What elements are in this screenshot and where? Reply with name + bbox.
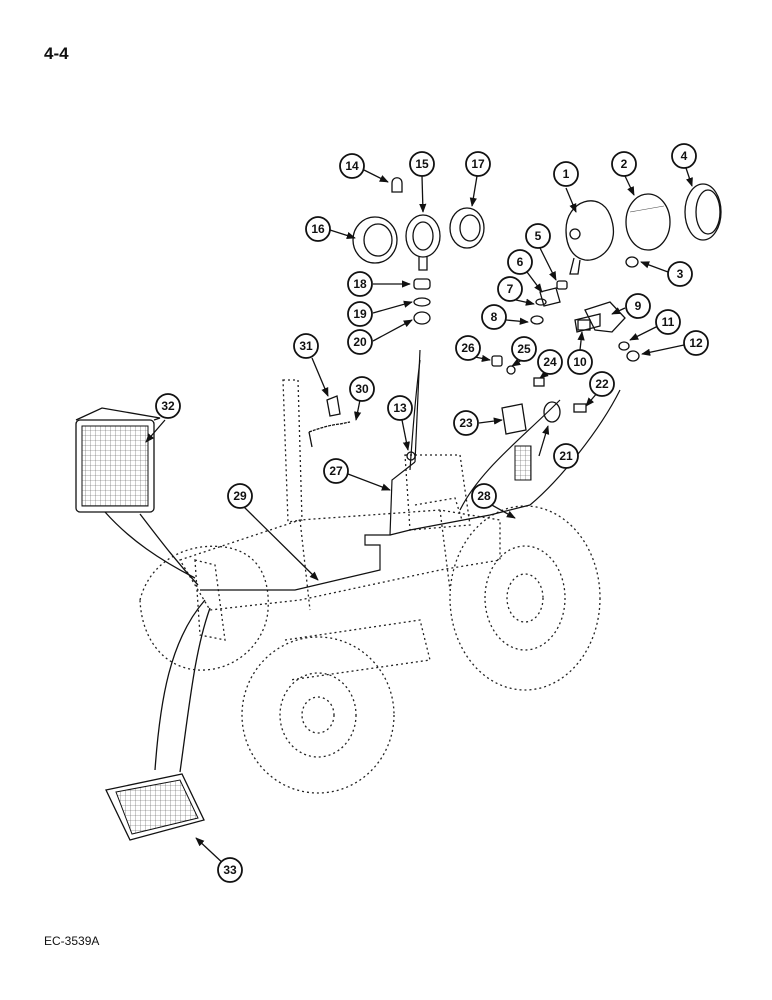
callout-label-3: 3 xyxy=(677,267,684,281)
callout-31: 31 xyxy=(293,333,319,359)
callout-29: 29 xyxy=(227,483,253,509)
callout-22: 22 xyxy=(589,371,615,397)
callout-13: 13 xyxy=(387,395,413,421)
callouts: 1 2 3 4 5 6 7 8 9 10 11 12 13 14 15 16 1… xyxy=(155,143,709,883)
leader-lines xyxy=(104,167,693,867)
callout-label-25: 25 xyxy=(517,342,531,356)
callout-23: 23 xyxy=(453,410,479,436)
callout-30: 30 xyxy=(349,376,375,402)
callout-label-27: 27 xyxy=(329,464,343,478)
callout-label-18: 18 xyxy=(353,277,367,291)
callout-label-16: 16 xyxy=(311,222,325,236)
callout-label-31: 31 xyxy=(299,339,313,353)
callout-label-6: 6 xyxy=(517,255,524,269)
callout-9: 9 xyxy=(625,293,651,319)
callout-label-23: 23 xyxy=(459,416,473,430)
callout-label-30: 30 xyxy=(355,382,369,396)
callout-15: 15 xyxy=(409,151,435,177)
tractor-outline xyxy=(139,379,601,794)
callout-19: 19 xyxy=(347,301,373,327)
callout-label-2: 2 xyxy=(621,157,628,171)
callout-3: 3 xyxy=(667,261,693,287)
rear-lamp-32 xyxy=(75,407,161,513)
callout-label-1: 1 xyxy=(563,167,570,181)
parts xyxy=(75,177,722,841)
callout-label-29: 29 xyxy=(233,489,247,503)
callout-label-10: 10 xyxy=(573,355,587,369)
callout-label-13: 13 xyxy=(393,401,407,415)
callout-label-28: 28 xyxy=(477,489,491,503)
callout-21: 21 xyxy=(553,443,579,469)
callout-label-19: 19 xyxy=(353,307,367,321)
callout-label-4: 4 xyxy=(681,149,688,163)
callout-label-9: 9 xyxy=(635,299,642,313)
figure-code: EC-3539A xyxy=(44,934,100,948)
callout-label-8: 8 xyxy=(491,310,498,324)
callout-7: 7 xyxy=(497,276,523,302)
callout-16: 16 xyxy=(305,216,331,242)
callout-20: 20 xyxy=(347,329,373,355)
page-number: 4-4 xyxy=(44,44,69,63)
callout-18: 18 xyxy=(347,271,373,297)
callout-2: 2 xyxy=(611,151,637,177)
callout-label-17: 17 xyxy=(471,157,485,171)
callout-33: 33 xyxy=(217,857,243,883)
callout-11: 11 xyxy=(655,309,681,335)
callout-label-33: 33 xyxy=(223,863,237,877)
callout-25: 25 xyxy=(511,336,537,362)
callout-label-5: 5 xyxy=(535,229,542,243)
callout-26: 26 xyxy=(455,335,481,361)
callout-28: 28 xyxy=(471,483,497,509)
callout-label-26: 26 xyxy=(461,341,475,355)
wiring-harness xyxy=(200,349,621,591)
callout-label-7: 7 xyxy=(507,282,514,296)
callout-label-20: 20 xyxy=(353,335,367,349)
callout-27: 27 xyxy=(323,458,349,484)
callout-10: 10 xyxy=(567,349,593,375)
callout-17: 17 xyxy=(465,151,491,177)
callout-24: 24 xyxy=(537,349,563,375)
callout-label-11: 11 xyxy=(662,315,675,329)
callout-8: 8 xyxy=(481,304,507,330)
callout-6: 6 xyxy=(507,249,533,275)
callout-4: 4 xyxy=(671,143,697,169)
callout-label-15: 15 xyxy=(415,157,429,171)
callout-label-12: 12 xyxy=(689,336,703,350)
callout-label-22: 22 xyxy=(595,377,609,391)
callout-14: 14 xyxy=(339,153,365,179)
callout-12: 12 xyxy=(683,330,709,356)
callout-label-32: 32 xyxy=(161,399,175,413)
callout-label-14: 14 xyxy=(345,159,359,173)
callout-label-21: 21 xyxy=(559,449,573,463)
callout-32: 32 xyxy=(155,393,181,419)
rear-lamp-33 xyxy=(105,773,205,841)
callout-5: 5 xyxy=(525,223,551,249)
callout-1: 1 xyxy=(553,161,579,187)
callout-label-24: 24 xyxy=(543,355,557,369)
